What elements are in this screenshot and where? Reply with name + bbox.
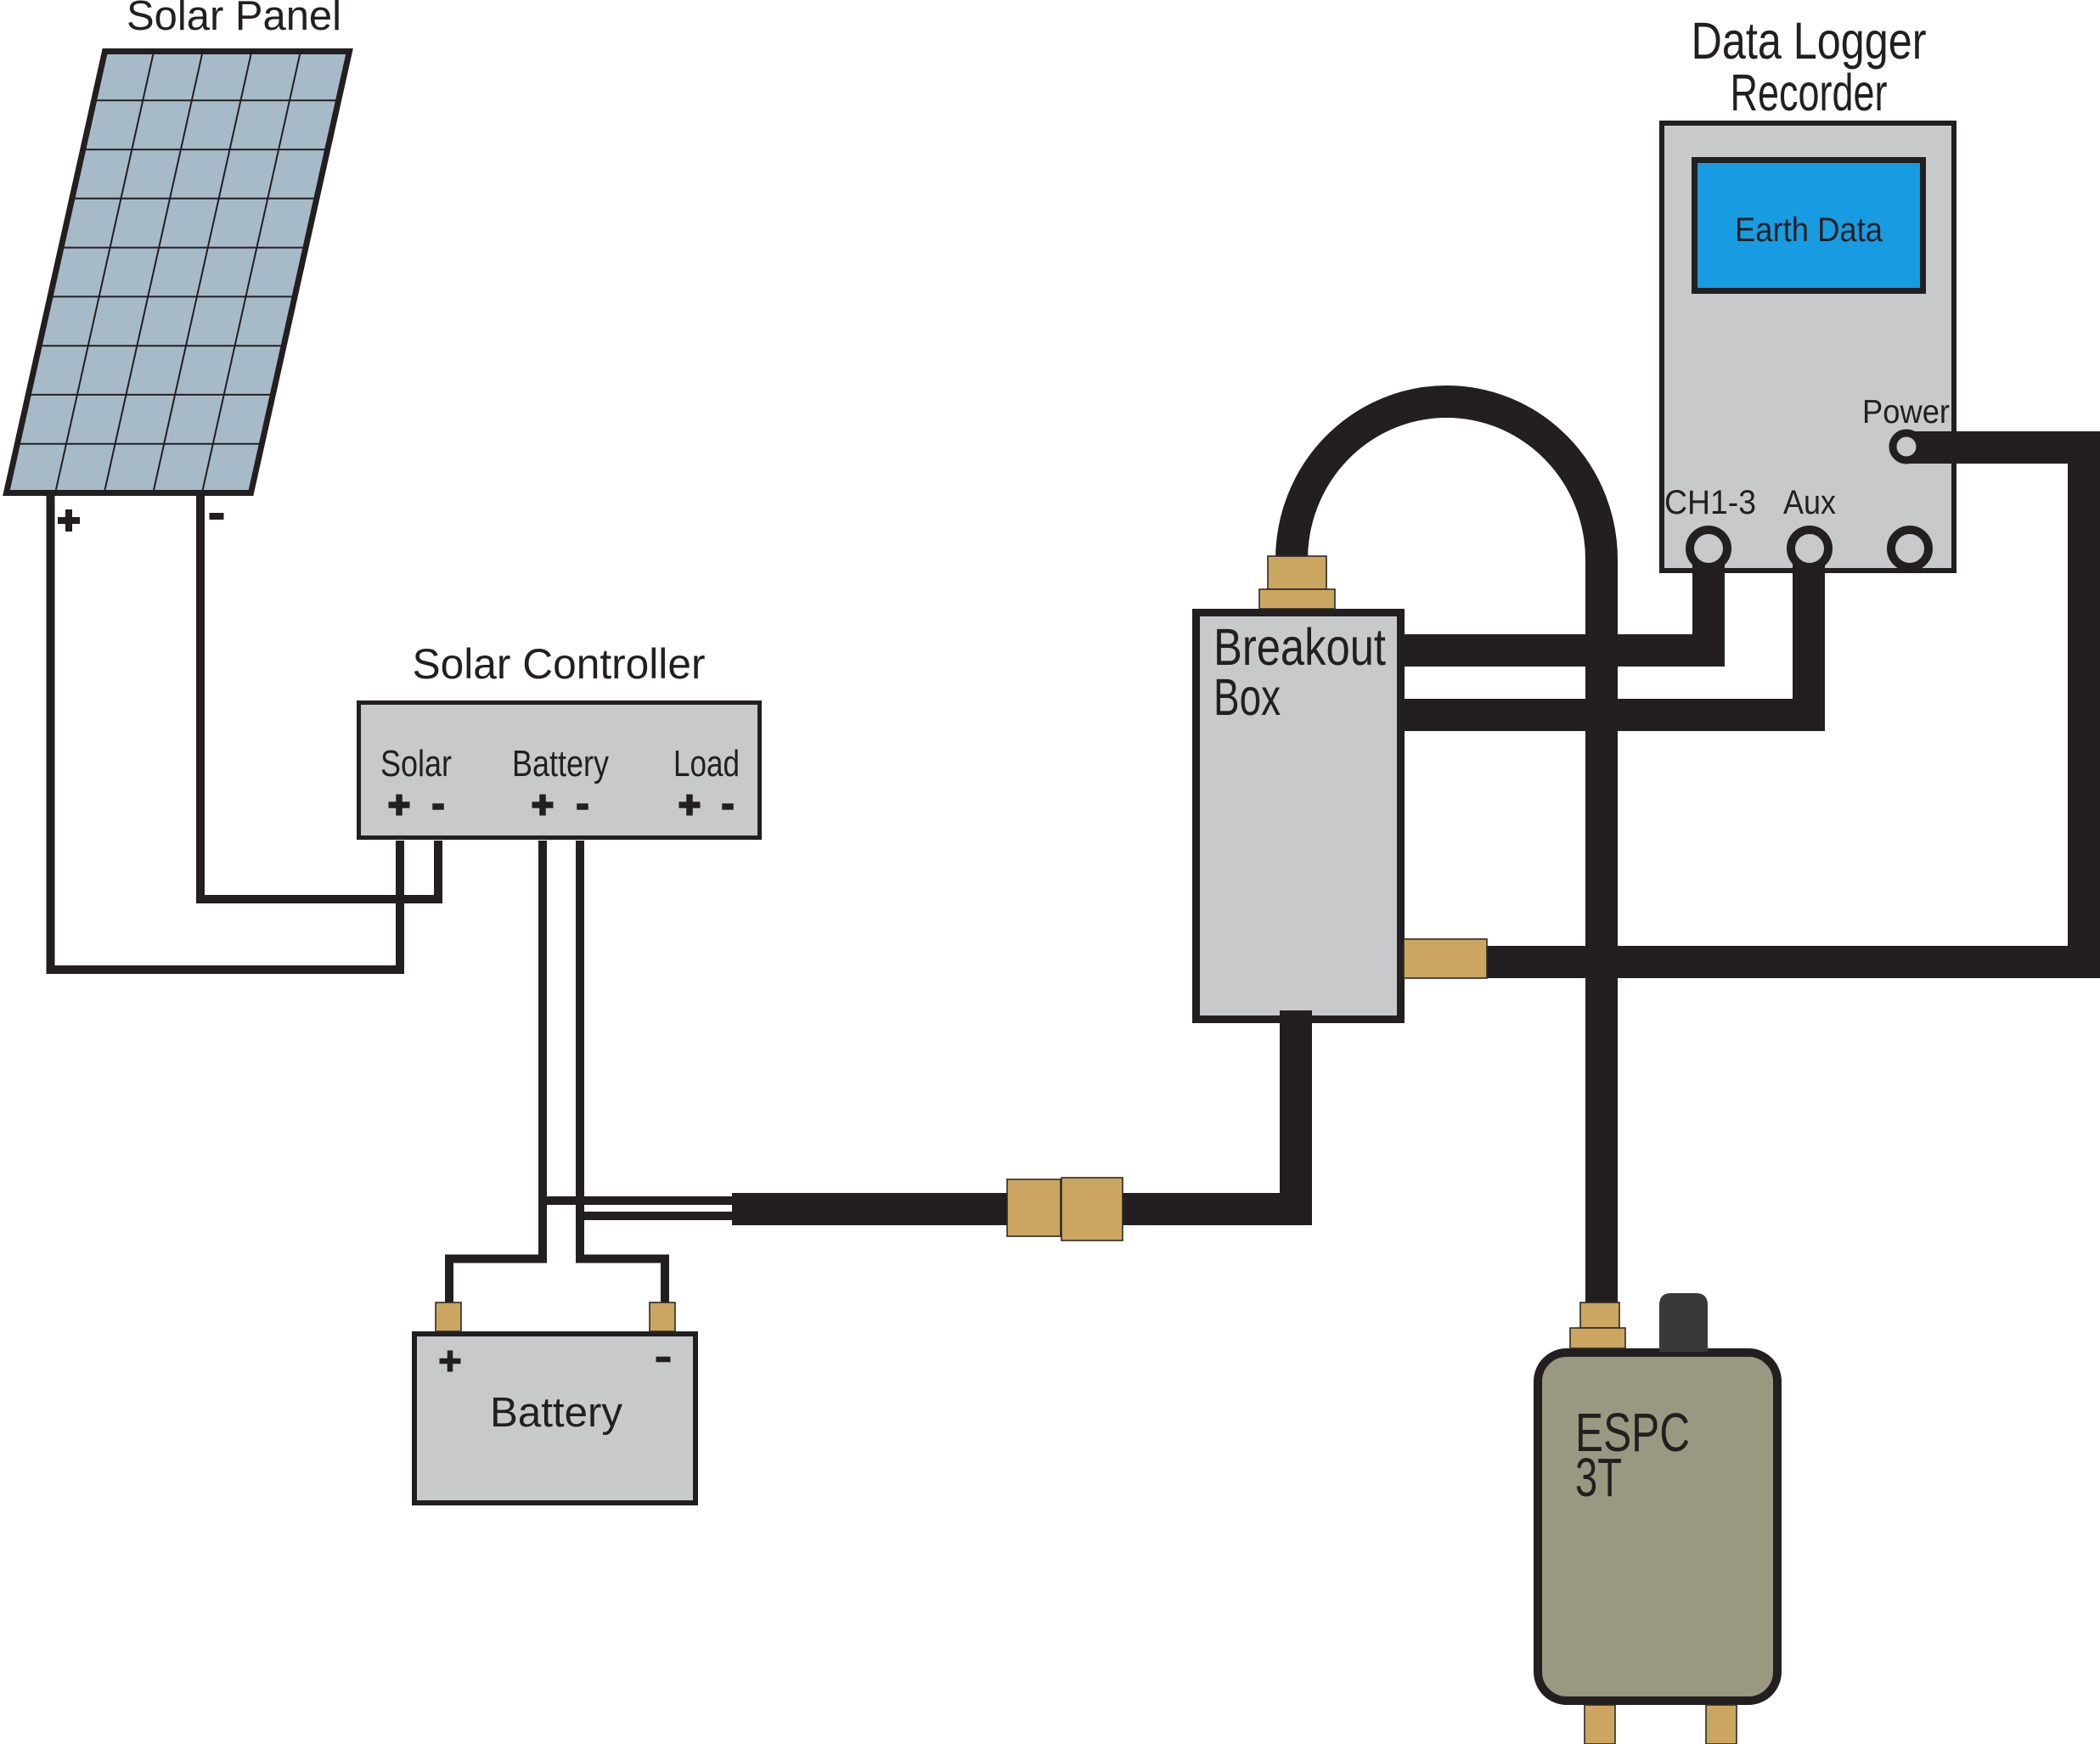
svg-text:Solar: Solar [380,743,452,785]
svg-text:Battery: Battery [490,1390,622,1436]
svg-text:3T: 3T [1575,1447,1622,1508]
svg-text:Solar Controller: Solar Controller [413,640,706,688]
svg-text:ESPC: ESPC [1575,1402,1690,1463]
svg-text:Load: Load [673,743,740,785]
svg-text:Aux: Aux [1783,484,1836,521]
svg-text:CH1-3: CH1-3 [1664,484,1756,521]
svg-text:Breakout: Breakout [1213,618,1386,676]
svg-text:Data Logger: Data Logger [1692,12,1927,70]
svg-text:Box: Box [1213,668,1281,726]
svg-text:Recorder: Recorder [1731,64,1888,121]
svg-text:Solar Panel: Solar Panel [127,0,341,39]
svg-text:Power: Power [1862,394,1950,430]
svg-text:Earth Data: Earth Data [1735,211,1883,249]
svg-text:Battery: Battery [512,743,609,785]
